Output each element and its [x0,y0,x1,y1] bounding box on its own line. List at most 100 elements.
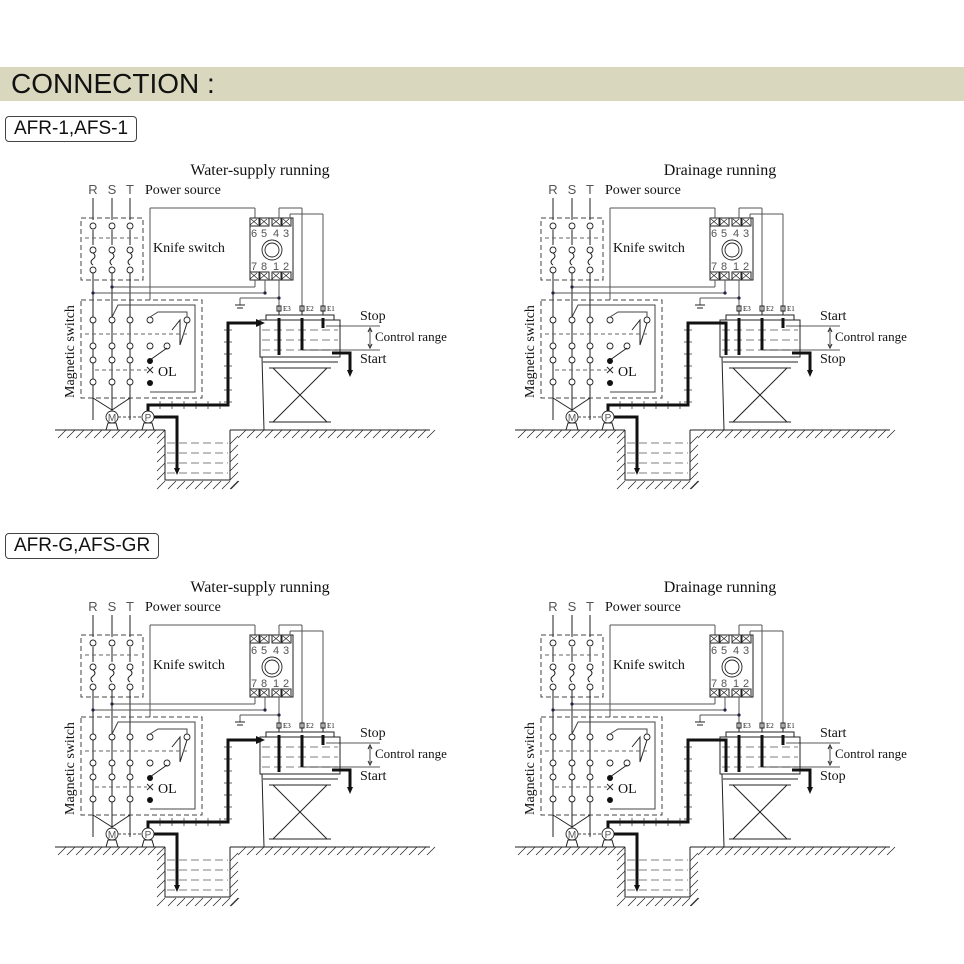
relay-terminal: 6 [251,645,257,657]
control-range-label: Control range [835,746,907,761]
diagram-title: Water-supply running [190,579,329,596]
motor-label: M [568,830,576,841]
phase-label: R [88,182,97,197]
electrodes: E3 E2 E1 [736,305,795,355]
model-label-2: AFR-G,AFS-GR [5,533,160,559]
control-range-label: Control range [835,329,907,344]
relay-terminal: 8 [261,261,267,273]
phase-label: T [586,599,594,614]
knife-switch-label: Knife switch [613,658,685,673]
magnetic-switch-label: Magnetic switch [523,722,538,815]
pump-label: P [145,413,152,424]
phase-label: S [108,599,117,614]
power-source-label: Power source [145,600,221,615]
overload-label: OL [618,782,637,797]
electrode-label: E1 [787,722,795,730]
relay-terminal: 1 [273,678,279,690]
phase-label: R [548,182,557,197]
power-source-label: Power source [145,183,221,198]
page-title: CONNECTION : [11,68,215,99]
power-source-label: Power source [605,183,681,198]
electrode-label: E3 [743,305,751,313]
relay-terminal: 5 [721,228,727,240]
knife-switch-label: Knife switch [153,658,225,673]
model-label-1: AFR-1,AFS-1 [5,116,138,142]
electrode-label: E1 [327,722,335,730]
knife-switch-label: Knife switch [153,241,225,256]
overload-label: OL [158,365,177,380]
electrode-label: E3 [283,305,291,313]
upper-level-label: Start [820,309,847,324]
upper-level-label: Stop [360,726,386,741]
phase-label: S [108,182,117,197]
electrodes: E3 E2 E1 [736,722,795,772]
relay-terminal: 3 [283,228,289,240]
phase-label: S [568,182,577,197]
magnetic-switch-label: Magnetic switch [523,305,538,398]
relay-terminal: 5 [261,645,267,657]
phase-label: S [568,599,577,614]
relay-terminal: 4 [273,645,279,657]
electrode-label: E2 [766,305,774,313]
relay-terminal: 3 [283,645,289,657]
lower-level-label: Stop [820,352,846,367]
diagram-title: Water-supply running [190,162,329,179]
upper-level-label: Start [820,726,847,741]
section-header: CONNECTION : [0,67,964,101]
relay-terminal: 6 [711,228,717,240]
relay-terminal: 3 [743,228,749,240]
relay-terminal: 7 [711,678,717,690]
relay-terminal: 1 [273,261,279,273]
lower-level-label: Start [360,352,387,367]
motor-label: M [108,830,116,841]
relay-terminal: 4 [273,228,279,240]
motor-label: M [108,413,116,424]
upper-level-label: Stop [360,309,386,324]
relay-terminal: 2 [743,261,749,273]
electrode-label: E2 [306,722,314,730]
relay-terminal: 7 [251,678,257,690]
knife-switch-label: Knife switch [613,241,685,256]
magnetic-switch-label: Magnetic switch [63,305,78,398]
relay-terminal: 1 [733,261,739,273]
magnetic-switch-label: Magnetic switch [63,722,78,815]
phase-label: T [126,599,134,614]
pump-label: P [605,413,612,424]
phase-label: R [88,599,97,614]
diagram-title: Drainage running [664,579,776,596]
electrode-label: E1 [327,305,335,313]
pump-label: P [605,830,612,841]
pump-label: P [145,830,152,841]
relay-terminal: 4 [733,228,739,240]
electrodes: E3 E2 E1 [276,305,335,355]
electrode-label: E1 [787,305,795,313]
relay-terminal: 2 [283,678,289,690]
relay-terminal: 8 [721,261,727,273]
motor-label: M [568,413,576,424]
phase-label: T [126,182,134,197]
relay-terminal: 7 [711,261,717,273]
control-range-label: Control range [375,746,447,761]
relay-terminal: 5 [261,228,267,240]
phase-label: R [548,599,557,614]
electrode-label: E3 [743,722,751,730]
relay-terminal: 7 [251,261,257,273]
lower-level-label: Stop [820,769,846,784]
relay-terminal: 6 [251,228,257,240]
power-source-label: Power source [605,600,681,615]
phase-label: T [586,182,594,197]
relay-terminal: 2 [743,678,749,690]
overload-label: OL [618,365,637,380]
electrode-label: E2 [766,722,774,730]
relay-terminal: 5 [721,645,727,657]
electrode-label: E2 [306,305,314,313]
